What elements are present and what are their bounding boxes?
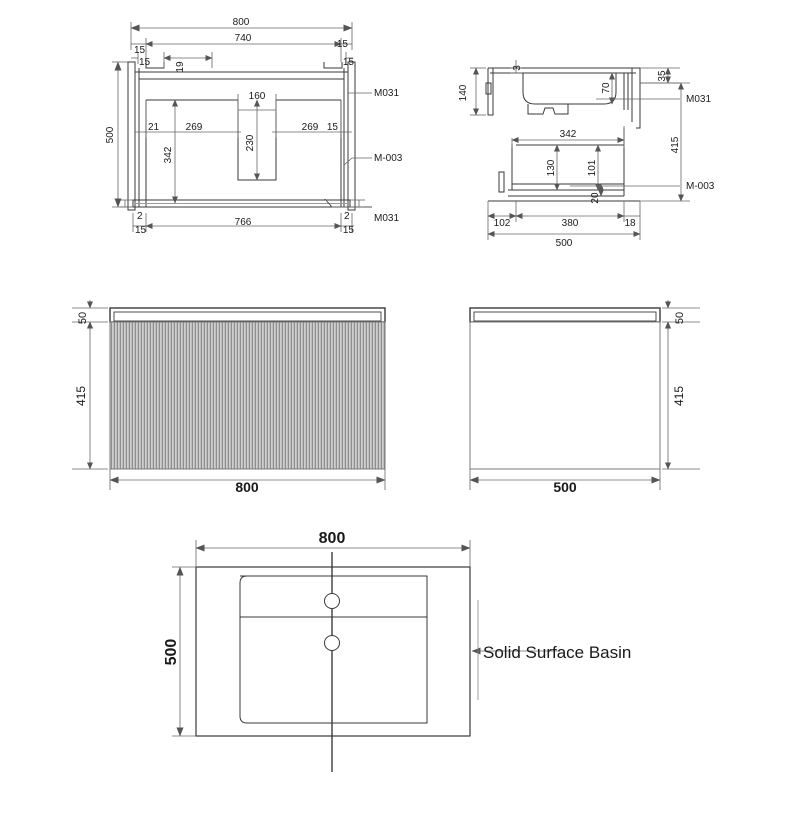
label-342: 342 [163,146,174,163]
label-50-side: 50 [674,312,686,324]
label-15-bl: 15 [135,225,147,236]
label-15-drawer: 15 [327,122,339,133]
wall-bracket-back [487,68,494,116]
labels-cabinet-side-elevation: 50 415 500 [553,312,686,495]
view-basin-plan [195,552,471,772]
plinth-left [498,171,505,193]
label-2-left: 2 [137,211,143,222]
label-766: 766 [235,217,252,228]
dims-cabinet-side-section [470,60,690,240]
leader-m003 [343,157,372,166]
basin-profile [522,73,617,105]
label-269-right: 269 [302,122,319,133]
dims-cabinet-front-internal [112,22,372,232]
left-side-panel [127,61,136,211]
label-50-front: 50 [77,312,89,324]
dims-cabinet-front-elevation [72,300,386,490]
label-800: 800 [233,17,250,28]
front-rail [623,73,629,110]
label-15-rightpanel: 15 [343,57,355,68]
base-plinth [132,199,351,208]
label-500: 500 [105,126,116,143]
label-solid-surface-basin: Solid Surface Basin [483,643,631,662]
side-body-panel [469,321,661,470]
label-269-left: 269 [186,122,203,133]
label-20: 20 [590,192,601,204]
label-800-basin: 800 [319,530,346,547]
label-70: 70 [601,82,612,94]
callout-m031-top: M031 [374,88,399,99]
label-380: 380 [562,218,579,229]
label-800-front: 800 [235,479,259,495]
callout-m031-bottom: M031 [374,213,399,224]
label-19: 19 [175,61,186,73]
label-415-side: 415 [672,386,686,406]
label-230: 230 [245,134,256,151]
basin-drain-detail [527,104,569,115]
view-cabinet-front-elevation [109,307,386,470]
label-415-front: 415 [74,386,88,406]
counter-inner [113,311,382,322]
right-side-panel [347,61,356,211]
label-500-basin: 500 [163,639,180,666]
label-500-side: 500 [553,479,577,495]
label-101: 101 [587,159,598,176]
callout-m003: M-003 [374,153,403,164]
labels-cabinet-side-section: 140 3 70 35 415 342 130 101 20 102 380 1… [458,65,715,249]
dims-basin-plan [172,540,560,737]
label-160: 160 [249,91,266,102]
label-130: 130 [546,159,557,176]
callout-m003-side: M-003 [686,181,715,192]
tap-hole-lower [324,635,340,651]
label-102: 102 [494,218,511,229]
label-35: 35 [657,70,668,82]
label-342-side: 342 [560,129,577,140]
tap-hole-upper [324,593,340,609]
label-21: 21 [148,122,160,133]
label-415: 415 [670,136,681,153]
label-18: 18 [624,218,636,229]
label-15-leftpanel: 15 [139,57,151,68]
view-cabinet-side-elevation [469,307,661,470]
ribbed-front-panel [109,321,386,470]
label-15-topleft: 15 [134,45,146,56]
callout-m031-side: M031 [686,94,711,105]
dims-cabinet-side-elevation [469,300,700,490]
bracket-fixing [485,82,492,95]
label-15-br: 15 [343,225,355,236]
label-3: 3 [512,65,523,71]
label-15-topright: 15 [337,39,349,50]
label-140: 140 [458,84,469,101]
label-500-depth: 500 [556,238,573,249]
labels-cabinet-front-internal: 800 740 15 15 15 15 19 500 21 269 160 23… [105,17,403,236]
counter-front-edge [631,68,641,129]
label-740: 740 [235,33,252,44]
labels-basin-plan: 800 500 Solid Surface Basin [163,530,631,665]
labels-cabinet-front-elevation: 50 415 800 [74,312,259,495]
bracket-right [323,62,343,69]
label-2-right: 2 [344,211,350,222]
counter-inner-side [473,311,657,322]
